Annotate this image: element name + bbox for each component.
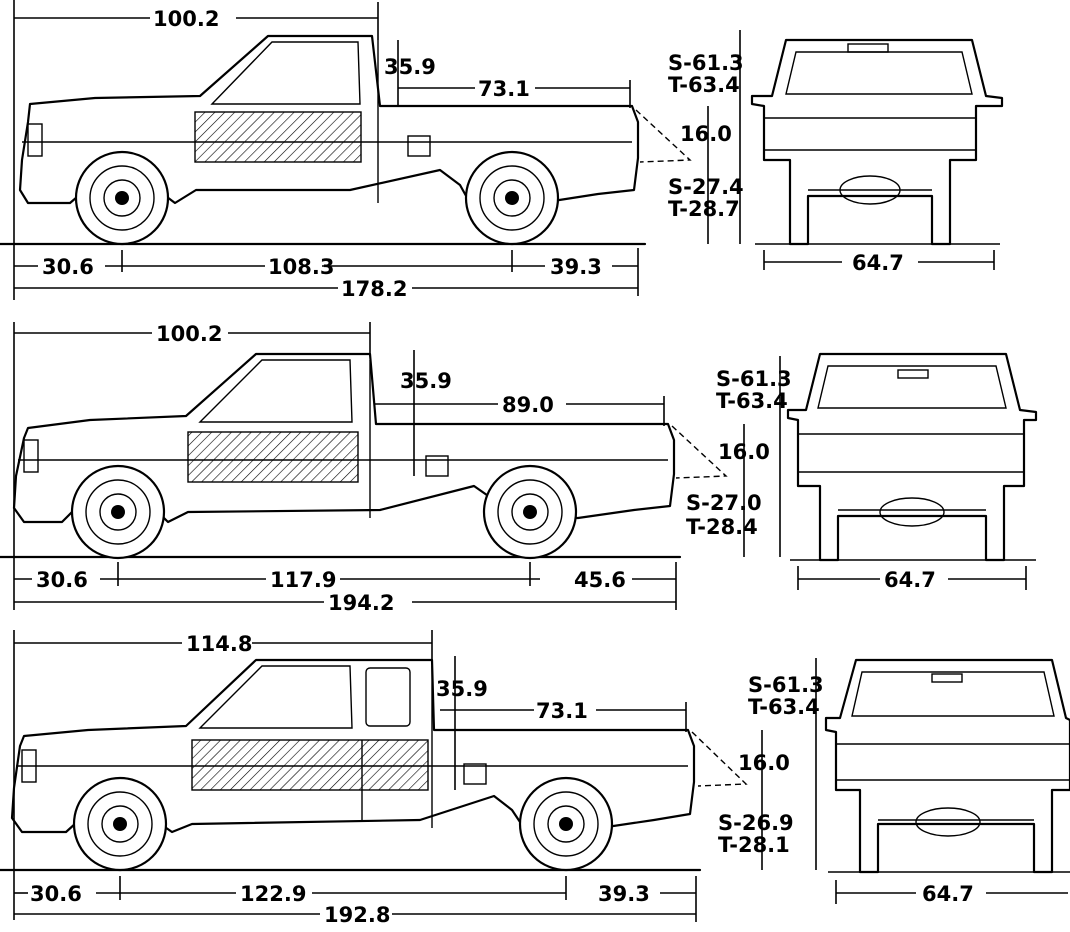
truck-2-bed-height-turbo-label: T-28.4 [686,515,758,539]
truck-3-bed-length-label: 73.1 [536,699,588,723]
truck-1-tailgate-depth-label: 16.0 [680,122,732,146]
truck-3-overall-length-label: 192.8 [324,903,390,927]
truck-1-bed-length-label: 73.1 [478,77,530,101]
truck-3-height-turbo-label: T-63.4 [748,695,820,719]
truck-3-tailgate-depth-label: 16.0 [738,751,790,775]
truck-2-bed-length-label: 89.0 [502,393,554,417]
truck-3-dimensions [13,630,1068,922]
truck-2-wheelbase-label: 117.9 [270,568,336,592]
truck-3-rear-overhang-label: 39.3 [598,882,650,906]
truck-1-front-overhang-label: 30.6 [42,255,94,279]
truck-1-wheelbase-label: 108.3 [268,255,334,279]
truck-1-side-view [0,34,692,246]
truck-2-cab-height-label: 35.9 [400,369,452,393]
truck-3-cab-length-label: 114.8 [186,632,252,656]
truck-1-cab-length-label: 100.2 [153,7,219,31]
truck-2-height-std-label: S-61.3 [716,367,792,391]
truck-2-overall-length-label: 194.2 [328,591,394,615]
truck-2-bed-height-std-label: S-27.0 [686,491,762,515]
truck-2-dimensions [13,322,1027,610]
truck-1-bed-height-std-label: S-27.4 [668,175,744,199]
truck-1-overall-length-label: 178.2 [341,277,407,301]
truck-3-cab-height-label: 35.9 [436,677,488,701]
truck-2-track-width-label: 64.7 [884,568,936,592]
truck-2-cab-length-label: 100.2 [156,322,222,346]
truck-3-bed-height-turbo-label: T-28.1 [718,833,790,857]
truck-1-dimensions [13,0,995,300]
truck-2-height-turbo-label: T-63.4 [716,389,788,413]
truck-1-height-turbo-label: T-63.4 [668,73,740,97]
truck-3-rear-view [824,658,1070,874]
truck-1-rear-view [750,38,1004,246]
truck-2-side-view [0,352,728,560]
truck-2-front-overhang-label: 30.6 [36,568,88,592]
truck-3-front-overhang-label: 30.6 [30,882,82,906]
truck-3-wheelbase-label: 122.9 [240,882,306,906]
truck-1-rear-overhang-label: 39.3 [550,255,602,279]
truck-1-bed-height-turbo-label: T-28.7 [668,197,740,221]
truck-2-rear-view [786,352,1038,562]
truck-3-bed-height-std-label: S-26.9 [718,811,794,835]
truck-2-tailgate-depth-label: 16.0 [718,440,770,464]
truck-1-cab-height-label: 35.9 [384,55,436,79]
truck-2-rear-overhang-label: 45.6 [574,568,626,592]
truck-3-track-width-label: 64.7 [922,882,974,906]
truck-3-height-std-label: S-61.3 [748,673,824,697]
truck-1-height-std-label: S-61.3 [668,51,744,75]
truck-3-side-view [0,658,748,872]
truck-1-track-width-label: 64.7 [852,251,904,275]
